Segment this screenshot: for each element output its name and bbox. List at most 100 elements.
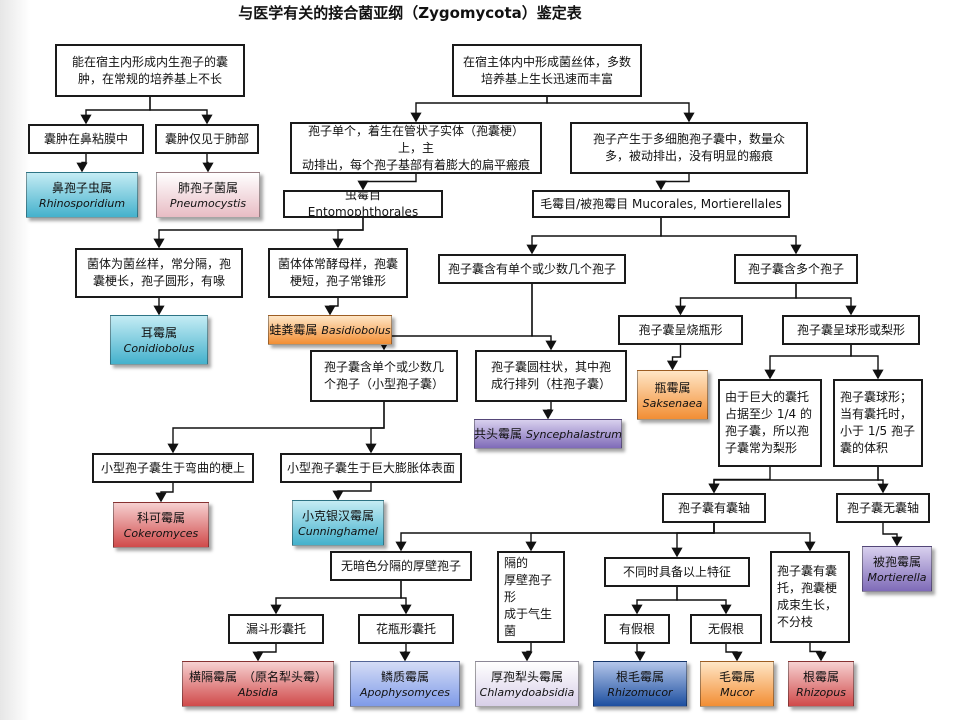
connector-arrow (526, 218, 662, 255)
key-node-text: 孢子囊含多个孢子 (748, 261, 844, 278)
key-node-n18: 孢子囊球形；当有囊托时，小于 1/5 孢子囊的体积 (833, 379, 923, 467)
key-node-line: 孢子囊含多个孢子 (747, 261, 844, 276)
key-node-text: 囊肿仅见于肺部 (165, 131, 249, 148)
key-node-line: 孢子囊无囊轴 (846, 500, 919, 515)
key-node-line: 小型孢子囊生于弯曲的梗上 (100, 460, 245, 475)
connector-arrow (666, 345, 682, 371)
connector-arrow (542, 402, 554, 420)
connector-arrow (655, 174, 690, 191)
connector-arrow (252, 644, 277, 662)
genus-latin-name: Rhizopus (796, 685, 846, 699)
key-node-n19: 小型孢子囊生于弯曲的梗上 (92, 453, 254, 483)
connector-arrow (631, 587, 678, 615)
key-node-n27: 漏斗形囊托 (228, 614, 324, 644)
key-node-text: 孢子囊呈烧瓶形 (638, 322, 722, 339)
key-node-line: 当有囊托时， (840, 407, 913, 421)
diagram-title: 与医学有关的接合菌亚纲（Zygomycota）鉴定表 (238, 4, 582, 22)
key-node-line: 花瓶形囊托 (375, 621, 436, 636)
key-node-text: 暗色、分隔的厚壁孢子形成于气生菌丝上 (504, 553, 558, 642)
key-node-line: 囊肿仅见于肺部 (164, 131, 249, 146)
genus-latin-name: Basidiobolus (321, 323, 391, 337)
key-node-line: 不同时具备以上特征 (622, 564, 731, 579)
key-node-line: 个孢子（小型孢子囊） (323, 377, 444, 391)
genus-chinese-name: 横隔霉属 （原名犁头霉） (188, 669, 327, 684)
genus-chinese-name: 根毛霉属 (615, 669, 664, 684)
key-node-line: 孢子囊含有单个或少数几个孢子 (447, 261, 616, 276)
key-node-text: 孢子囊圆柱状，其中孢成行排列（柱孢子囊） (491, 359, 611, 393)
key-node-line: 菌体为菌丝样，常分隔，孢 (86, 257, 231, 271)
genus-latin-name: Absidia (237, 685, 279, 699)
key-node-line: 囊的体积 (840, 441, 889, 455)
key-node-n14: 孢子囊呈球形或梨形 (782, 315, 920, 345)
key-node-line: 成行排列（柱孢子囊） (490, 377, 611, 391)
connector-arrow (270, 581, 402, 615)
key-node-text: 菌体体常酵母样，孢囊梗短，孢子常锥形 (278, 256, 398, 290)
key-node-n5: 孢子单个，着生在管状子实体（孢囊梗）上，主动排出，每个孢子基部有着膨大的扁平瘢痕 (290, 122, 542, 174)
genus-latin-name: Mortierella (867, 570, 927, 584)
genus-chinese-name: 科可霉属 (136, 510, 185, 525)
connector-arrow (332, 218, 364, 249)
genus-chinese-name: 共头霉属 (473, 427, 522, 441)
connector-arrow (365, 402, 385, 454)
key-node-text: 在宿主体内中形成菌丝体，多数培养基上生长迅速而丰富 (463, 54, 631, 88)
connector-arrow (153, 218, 364, 249)
key-node-line: 囊梗长，孢子圆形，有喙 (92, 274, 225, 288)
key-node-line: 无假根 (707, 621, 744, 636)
connector-arrow (708, 467, 879, 494)
key-node-n4: 囊肿仅见于肺部 (155, 124, 259, 154)
key-node-line: 子囊常为梨形 (725, 441, 798, 455)
key-node-line: 由于巨大的囊托 (725, 390, 810, 404)
connector-arrow (713, 523, 816, 552)
key-node-line: 梗短，孢子常锥形 (289, 274, 386, 288)
key-node-text: 孢子囊含单个或少数几个孢子（小型孢子囊） (324, 359, 444, 393)
key-node-n28: 花瓶形囊托 (358, 614, 454, 644)
genus-latin-name: Conidiobolus (123, 341, 195, 355)
key-node-text: 花瓶形囊托 (376, 621, 436, 638)
genus-g10: 横隔霉属 （原名犁头霉）Absidia (182, 661, 334, 707)
key-node-line: 无暗色分隔的厚壁孢子 (340, 558, 461, 573)
connector-arrow (149, 97, 213, 125)
key-node-n11: 孢子囊含有单个或少数几个孢子 (438, 254, 626, 284)
key-node-text: 无暗色分隔的厚壁孢子 (341, 558, 461, 575)
key-node-text: 无假根 (708, 621, 744, 638)
key-node-text: 孢子囊有囊托，孢囊梗成束生长，不分枝 (777, 563, 837, 631)
key-node-line: 孢子囊有囊 (777, 564, 838, 578)
key-node-n23: 无暗色分隔的厚壁孢子 (330, 551, 472, 581)
key-node-text: 孢子囊含有单个或少数几个孢子 (448, 261, 616, 278)
key-node-line: 肿，在常规的培养基上不长 (77, 71, 222, 86)
connector-arrow (395, 523, 715, 552)
genus-latin-name: Syncephalastrum (526, 427, 623, 441)
connector-arrow (795, 284, 857, 316)
connector-arrow (357, 174, 417, 191)
key-node-line: 毛霉目/被孢霉目 Mucorales, Mortierellales (540, 196, 782, 211)
key-node-line: 动排出，每个孢子基部有着膨大的扁平瘢痕 (301, 157, 530, 172)
key-node-line: 孢子囊，所以孢 (725, 424, 810, 438)
key-node-text: 菌体为菌丝样，常分隔，孢囊梗长，孢子圆形，有喙 (87, 256, 231, 290)
key-node-n13: 孢子囊呈烧瓶形 (618, 315, 743, 345)
genus-latin-name: Cunninghamel (298, 524, 378, 538)
key-node-line: 有假根 (618, 621, 655, 636)
genus-chinese-name: 厚孢犁头霉属 (490, 669, 563, 684)
connector-arrow (877, 467, 889, 494)
connector-arrow (76, 154, 88, 173)
key-node-text: 孢子囊球形；当有囊托时，小于 1/5 孢子囊的体积 (840, 389, 915, 457)
connector-arrow (167, 402, 385, 454)
connector-arrow (660, 218, 802, 255)
connector-arrow (634, 644, 646, 662)
key-node-text: 有假根 (619, 621, 655, 638)
key-node-n1: 能在宿主内形成内生孢子的囊肿，在常规的培养基上不长 (55, 44, 245, 97)
key-node-n6: 孢子产生于多细胞孢子囊中，数量众多，被动排出，没有明显的瘢痕 (570, 122, 808, 174)
key-node-text: 孢子囊呈球形或梨形 (797, 322, 905, 339)
key-node-n26: 孢子囊有囊托，孢囊梗成束生长，不分枝 (770, 551, 850, 643)
key-node-line: 小于 1/5 孢子 (840, 424, 915, 438)
genus-chinese-name: 根霉属 (802, 669, 839, 684)
key-node-line: 孢子囊呈球形或梨形 (796, 322, 905, 337)
key-node-line: 囊肿在鼻粘膜中 (43, 131, 128, 146)
